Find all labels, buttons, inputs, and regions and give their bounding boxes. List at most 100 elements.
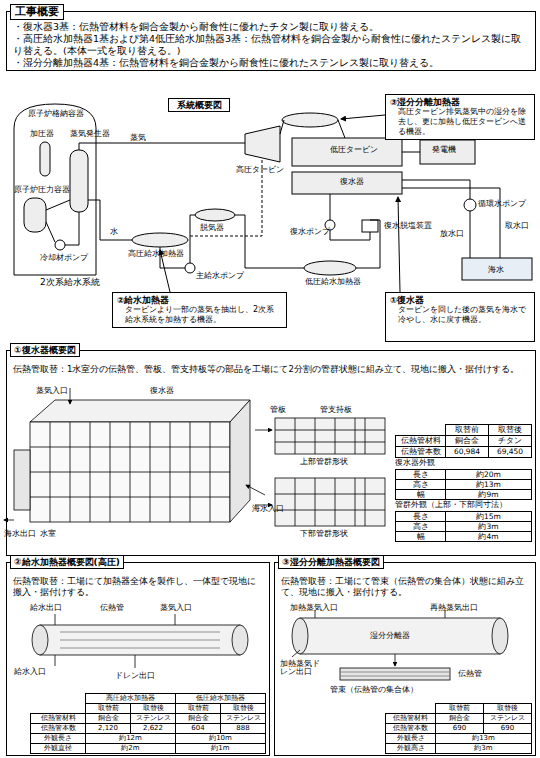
part-label: 原子炉格納容器 bbox=[28, 110, 84, 119]
part-label: 低圧給水加熱器 bbox=[305, 278, 361, 287]
callout-text: 高圧タービン排気蒸気中の湿分を除去し、更に加熱し低圧タービンへ送る機器。 bbox=[390, 107, 530, 137]
part-label: 蒸気入口 bbox=[160, 604, 192, 612]
part-label: 上部管群形状 bbox=[300, 458, 348, 466]
steam-generator bbox=[70, 150, 88, 212]
part-label: 脱気器 bbox=[200, 224, 224, 233]
lp-heater-shape bbox=[304, 261, 356, 275]
table-cell: 伝熱管本数 bbox=[395, 446, 446, 458]
generator bbox=[420, 140, 475, 164]
table-cell: 幅 bbox=[395, 489, 446, 500]
callout-box: ①復水器タービンを回した後の蒸気を海水で冷やし、水に戻す機器。 bbox=[385, 292, 535, 342]
part-label: 蒸気 bbox=[130, 134, 146, 143]
table-cell: 幅 bbox=[395, 531, 446, 542]
feed-line bbox=[88, 200, 304, 268]
msr-shell bbox=[300, 618, 500, 654]
heater-end bbox=[32, 625, 48, 655]
water-box bbox=[14, 450, 30, 510]
bundle-grid bbox=[275, 418, 385, 454]
bullet-text: ・高圧給水加熱器1基および第4低圧給水加熱器3基：伝熱管材料を銅合金製から耐食性… bbox=[13, 33, 529, 57]
heater-shell bbox=[40, 625, 240, 655]
callout-box: ③湿分分離加熱器高圧タービン排気蒸気中の湿分を除去し、更に加熱し低圧タービンへ送… bbox=[385, 94, 535, 140]
section-text: 伝熱管取替：工場にて管束（伝熱管の集合体）状態に組み立て、現地に搬入・据付けする… bbox=[281, 576, 529, 597]
part-label: 冷却材ポンプ bbox=[40, 254, 88, 263]
part-label: 給水出口 bbox=[30, 604, 62, 612]
part-label: 高圧給水加熱器 bbox=[128, 250, 184, 259]
section-text: 伝熱管取替：1水室分の伝熱管、管板、管支持板等の部品を工場にて2分割の管群状態に… bbox=[13, 364, 529, 375]
part-label: ドレン出口 bbox=[115, 672, 155, 680]
part-label: 水 bbox=[110, 228, 118, 237]
part-label: 復水器 bbox=[150, 387, 174, 395]
condenser-shape bbox=[292, 172, 402, 194]
coolant-pump bbox=[55, 240, 65, 250]
msr-end bbox=[292, 618, 308, 654]
part-label: 加熱蒸気入口 bbox=[290, 604, 338, 612]
condenser-drawing bbox=[4, 388, 385, 526]
primary-loop bbox=[46, 200, 79, 245]
leader-line bbox=[395, 654, 396, 666]
part-label: 原子炉圧力容器 bbox=[14, 186, 70, 195]
bullet-text: ・湿分分離加熱器4基：伝熱管材料を銅合金製から耐食性に優れたステンレス製に取り替… bbox=[13, 57, 529, 69]
part-label: 低圧タービン bbox=[330, 146, 378, 155]
callout-text: ①復水器 bbox=[390, 295, 530, 305]
section-tag-text: 系統概要図 bbox=[169, 99, 229, 111]
flow-arrow bbox=[70, 388, 71, 404]
bundle-grid bbox=[275, 478, 385, 526]
part-label: 復水脱塩装置 bbox=[384, 222, 432, 231]
bundle-tubes bbox=[340, 672, 450, 676]
main-steam-line bbox=[79, 143, 245, 150]
table-cell: 約9m bbox=[445, 489, 532, 500]
heater-end bbox=[232, 625, 248, 655]
callout-text: タービンを回した後の蒸気を海水で冷やし、水に戻す機器。 bbox=[390, 305, 530, 325]
part-label: 管板 bbox=[270, 406, 286, 414]
condenser-side-face bbox=[230, 400, 250, 522]
part-label: 蒸気発生器 bbox=[70, 130, 110, 139]
leader-line bbox=[341, 115, 385, 119]
callout-text: ②給水加熱器 bbox=[117, 295, 282, 305]
hp-heater-shape bbox=[132, 233, 188, 247]
section-tag: 系統概要図 bbox=[168, 98, 230, 112]
condensate-line bbox=[330, 194, 380, 268]
section-panel: ③湿分分離加熱器概要図伝熱管取替：工場にて管束（伝熱管の集合体）状態に組み立て、… bbox=[274, 562, 536, 756]
condenser-top-face bbox=[30, 400, 250, 422]
part-label: 主給水ポンプ bbox=[196, 272, 244, 281]
part-label: 下部管群形状 bbox=[300, 530, 348, 538]
tube-bundle bbox=[340, 668, 450, 680]
table-cell: 69,450 bbox=[488, 446, 532, 458]
section-panel: ①復水器概要図伝熱管取替：1水室分の伝熱管、管板、管支持板等の部品を工場にて2分… bbox=[6, 350, 536, 556]
part-label: 加圧器 bbox=[30, 130, 54, 139]
part-label: 伝熱管 bbox=[458, 670, 482, 678]
part-label: 管支持板 bbox=[320, 406, 352, 414]
part-label: 2次系給水系統 bbox=[40, 278, 100, 288]
part-label: 高圧タービン bbox=[236, 166, 284, 175]
heater-nozzles bbox=[55, 614, 175, 668]
table-cell: 約3m bbox=[435, 743, 532, 754]
moisture-separator-reheater bbox=[282, 113, 338, 127]
section-text: ②給水加熱器概要図(高圧) bbox=[10, 555, 124, 569]
heater-tubes bbox=[60, 632, 220, 648]
callout-text: ③湿分分離加熱器 bbox=[390, 97, 530, 107]
part-label: 水室 bbox=[40, 530, 56, 538]
reactor-vessel bbox=[24, 198, 46, 232]
flow-arrow bbox=[255, 430, 272, 431]
part-label: 管群外観（上部・下部同寸法） bbox=[395, 501, 507, 509]
demineralizer bbox=[362, 220, 378, 232]
msr-end bbox=[492, 618, 508, 654]
diagram-title: 工事概要 bbox=[10, 4, 64, 20]
part-label: 海水 bbox=[488, 266, 504, 275]
part-label: 管束（伝熱管の集合体） bbox=[330, 686, 418, 694]
heater-drawing bbox=[32, 614, 248, 668]
feed-pump bbox=[185, 263, 195, 273]
section-text: 伝熱管取替：工場にて加熱器全体を製作し、一体型で現地に搬入・据付けする。 bbox=[13, 576, 263, 597]
part-label: 循環水ポンプ bbox=[478, 200, 526, 209]
section-text: ③湿分分離加熱器概要図 bbox=[278, 555, 384, 569]
part-label: 海水出口 bbox=[4, 530, 36, 538]
table-cell: 外観直径 bbox=[30, 743, 86, 754]
part-label: 発電機 bbox=[432, 146, 456, 155]
condenser-grid bbox=[30, 422, 230, 522]
table-cell: 外観高さ bbox=[385, 743, 436, 754]
upper-tube-bundle bbox=[275, 418, 385, 454]
flow-arrow bbox=[246, 485, 265, 495]
condenser-front-face bbox=[30, 422, 230, 522]
part-label: 復水ポンプ bbox=[290, 228, 330, 237]
